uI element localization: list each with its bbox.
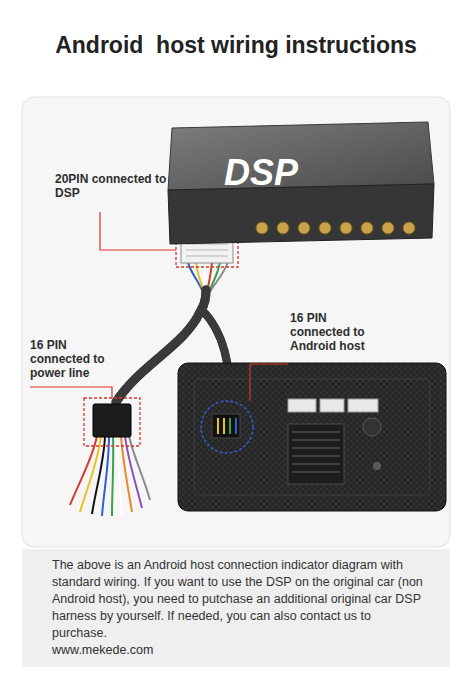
caption-text: The above is an Android host connection …: [52, 557, 426, 642]
power-wires: [70, 436, 150, 516]
highlight-circle: [201, 401, 253, 453]
rca-jack: [382, 222, 394, 234]
node-outline: [166, 118, 436, 246]
rca-jack: [298, 222, 310, 234]
android-head-unit: [178, 363, 446, 511]
page-title: Android host wiring instructions: [0, 32, 472, 59]
caption-panel: [22, 549, 450, 667]
dsp-front-face: [168, 184, 434, 244]
highlight-box: [84, 398, 140, 446]
rca-jack: [256, 222, 268, 234]
callout-label: 16 PIN connected to power line: [30, 338, 122, 380]
dsp-unit: DSP: [166, 118, 436, 246]
node-text-box: DSP: [206, 148, 316, 198]
rca-jack: [340, 222, 352, 234]
16pin-connector: [93, 404, 131, 437]
rca-jack: [277, 222, 289, 234]
website-url: www.mekede.com: [52, 642, 252, 659]
callout-label: 16 PIN connected to Android host: [290, 311, 382, 353]
dsp-top-face: [168, 122, 434, 190]
device-name: DSP: [224, 152, 298, 194]
rca-jack: [319, 222, 331, 234]
rca-jack: [403, 222, 415, 234]
card-panel: [22, 97, 450, 547]
callout-label: 20PIN connected to DSP: [55, 172, 169, 200]
rca-jack: [361, 222, 373, 234]
